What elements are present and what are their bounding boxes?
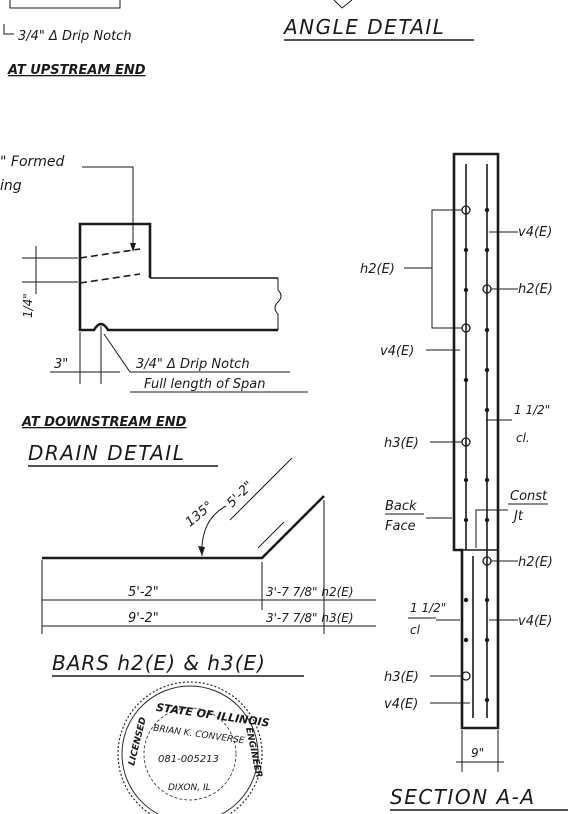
wall-outline bbox=[452, 152, 500, 730]
cl-1-label: cl. bbox=[516, 431, 530, 445]
dim-vertical-label: 1/4" bbox=[21, 293, 35, 318]
full-length-label: Full length of Span bbox=[144, 377, 266, 392]
row2-left-label: 9'-2" bbox=[128, 611, 159, 626]
rebar-dots bbox=[463, 207, 490, 703]
bars-title: BARS h2(E) & h3(E) bbox=[52, 651, 266, 675]
clear-1-label: 1 1/2" bbox=[514, 403, 550, 417]
angle-detail-title: ANGLE DETAIL bbox=[282, 15, 445, 39]
h2-right-upper-label: h2(E) bbox=[518, 282, 553, 297]
rebar-dot bbox=[484, 247, 490, 253]
seal-city: DIXON, IL bbox=[168, 783, 211, 793]
section-title: SECTION A-A bbox=[390, 785, 536, 809]
rebar-dot bbox=[463, 377, 469, 383]
const-label-2: Jt bbox=[511, 509, 524, 524]
upstream-leader bbox=[3, 24, 14, 35]
upstream-heading: AT UPSTREAM END bbox=[7, 63, 146, 78]
section-a-a: v4(E) h2(E) h2(E) v4(E) 1 1/2" cl. h3(E)… bbox=[360, 152, 568, 811]
v4-left-label: v4(E) bbox=[380, 344, 414, 359]
seal-name: BRIAN K. CONVERSE bbox=[152, 724, 245, 747]
angle-arc-arrow bbox=[198, 546, 205, 556]
rebar-dot bbox=[484, 697, 490, 703]
upstream-drip-notch-label: 3/4" Δ Drip Notch bbox=[18, 29, 132, 44]
h2-right-lower-label: h2(E) bbox=[518, 555, 553, 570]
drain-detail: " Formed ing 1/4" 3" 3/4" Δ Drip Notch F… bbox=[0, 154, 308, 467]
const-label-1: Const bbox=[510, 489, 548, 504]
rebar-dot bbox=[463, 287, 469, 293]
rebar-dot bbox=[484, 367, 490, 373]
row1-left-label: 5'-2" bbox=[128, 585, 159, 600]
drain-pipe-bottom bbox=[79, 273, 141, 284]
bars-detail: 135° 5'-2" 5'-2" 3'-7 7/8" h2(E) 9'-2" 3… bbox=[41, 457, 376, 677]
rebar-dot bbox=[484, 637, 490, 643]
downstream-heading: AT DOWNSTREAM END bbox=[21, 415, 187, 430]
leg-dim-line bbox=[229, 457, 293, 521]
drip-notch-leader bbox=[103, 333, 290, 373]
rebar-dot bbox=[484, 477, 490, 483]
rebar-dot bbox=[484, 207, 490, 213]
angle-detail-mark bbox=[333, 0, 353, 9]
formed-leader-line bbox=[82, 166, 134, 247]
upstream-outline bbox=[9, 0, 121, 9]
rebar-dot bbox=[484, 517, 490, 523]
cl-2-label: cl bbox=[410, 623, 421, 637]
curb-slab-outline bbox=[78, 222, 278, 332]
seal-inner-ring bbox=[143, 707, 237, 801]
row2-right-label: 3'-7 7/8" h3(E) bbox=[266, 611, 354, 625]
row1-right-label: 3'-7 7/8" h2(E) bbox=[266, 585, 354, 599]
seal-right-word: ENGINEER bbox=[243, 727, 263, 779]
const-leader bbox=[475, 509, 508, 548]
rebar-dot bbox=[463, 597, 469, 603]
back-face-label-1: Back bbox=[385, 499, 417, 514]
seal-outer-ring bbox=[117, 681, 263, 814]
rebar-dot bbox=[484, 407, 490, 413]
h3-left-1-label: h3(E) bbox=[384, 436, 419, 451]
leg-dim-tick bbox=[257, 521, 285, 549]
drain-pipe-top bbox=[79, 248, 141, 259]
h2-bracket bbox=[431, 209, 462, 329]
slab-break-line bbox=[274, 278, 282, 330]
width-dim-label: 9" bbox=[471, 746, 484, 760]
clear-2-label: 1 1/2" bbox=[410, 601, 446, 615]
rebar-dot bbox=[484, 327, 490, 333]
v4-top-label: v4(E) bbox=[518, 225, 552, 240]
formed-label-line1: " Formed bbox=[0, 154, 65, 170]
angle-label: 135° bbox=[183, 499, 217, 531]
formed-leader-arrow bbox=[130, 243, 136, 252]
h3-left-2-label: h3(E) bbox=[384, 670, 419, 685]
rebar-dot bbox=[463, 247, 469, 253]
drip-notch-label: 3/4" Δ Drip Notch bbox=[136, 357, 250, 372]
upstream-detail: 3/4" Δ Drip Notch AT UPSTREAM END bbox=[3, 0, 146, 78]
rebar-dot bbox=[484, 597, 490, 603]
v4-right-lower-label: v4(E) bbox=[518, 614, 552, 629]
bar-shape bbox=[42, 495, 325, 560]
back-face-label-2: Face bbox=[385, 519, 416, 534]
angle-detail: ANGLE DETAIL bbox=[282, 0, 474, 41]
seal-number: 081-005213 bbox=[158, 754, 219, 765]
leg-label: 5'-2" bbox=[224, 478, 256, 510]
rebar-dot bbox=[463, 477, 469, 483]
seal-ring-2 bbox=[121, 685, 259, 814]
rebar-dot bbox=[463, 517, 469, 523]
formed-label-line2: ing bbox=[0, 178, 22, 194]
v4-left-2-label: v4(E) bbox=[384, 697, 418, 712]
h2-left-label: h2(E) bbox=[360, 262, 395, 277]
drain-detail-title: DRAIN DETAIL bbox=[28, 441, 185, 465]
dim-3in-label: 3" bbox=[54, 357, 68, 372]
rebar-dot bbox=[463, 637, 469, 643]
engineer-seal: STATE OF ILLINOIS BRIAN K. CONVERSE 081-… bbox=[117, 681, 270, 814]
